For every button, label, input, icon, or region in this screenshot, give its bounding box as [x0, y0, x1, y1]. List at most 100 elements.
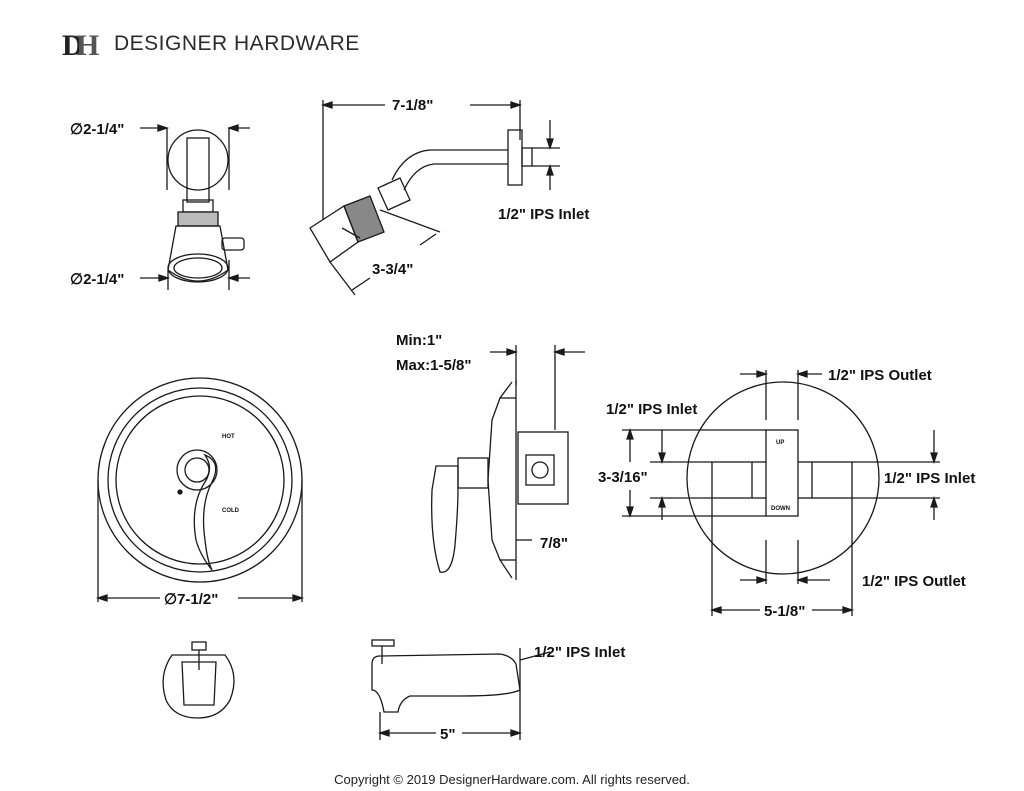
- showerhead-length-dim: 7-1/8": [392, 97, 433, 114]
- handle-escutcheon: [176, 449, 218, 491]
- arrow-head: [320, 101, 333, 109]
- showerhead-inlet-label: 1/2" IPS Inlet: [498, 206, 589, 223]
- arrow-head: [510, 101, 523, 109]
- down-label: DOWN: [771, 506, 790, 512]
- showerhead-front-view: ∅2-1/4" ∅2-1/4": [70, 121, 250, 290]
- showerhead-side-view: 7-1/8" 1/2" IPS Inlet: [309, 97, 589, 296]
- dimension-line: [419, 233, 437, 246]
- arrow-head: [226, 124, 239, 132]
- arrow-head: [709, 606, 722, 614]
- showerhead-front-top-dim: ∅2-1/4": [70, 121, 124, 138]
- plate-profile-front: [487, 381, 513, 579]
- arrow-head: [795, 576, 808, 584]
- showerhead-front-bottom-dim: ∅2-1/4": [70, 271, 124, 288]
- spout-inlet-label: 1/2" IPS Inlet: [534, 644, 625, 661]
- side-ball-joint: [377, 177, 411, 211]
- trim-plate-inner: [115, 395, 285, 565]
- knurled-ring: [177, 211, 219, 227]
- arrow-head: [626, 427, 634, 440]
- valve-depth-dim: 7/8": [540, 535, 568, 552]
- brand-logo-letter-d: D: [62, 29, 84, 60]
- cold-label: COLD: [222, 508, 240, 514]
- brand-logo: D H: [62, 29, 99, 60]
- arrow-head: [930, 495, 938, 508]
- side-head-body: [309, 205, 359, 263]
- hot-label: HOT: [222, 434, 235, 440]
- arrow-head: [756, 576, 769, 584]
- wall-range-line1: Min:1": [396, 332, 442, 349]
- leader-line: [519, 651, 551, 661]
- arrow-head: [506, 348, 519, 356]
- lever-side: [431, 465, 459, 573]
- valve-body-side: [517, 431, 569, 505]
- spout-length-dim: 5": [440, 726, 455, 743]
- wall-flange: [167, 129, 229, 191]
- tub-spout-side-view: 1/2" IPS Inlet 5": [371, 639, 625, 743]
- arrow-head: [510, 729, 523, 737]
- arrow-head: [95, 594, 108, 602]
- arrow-head: [658, 495, 666, 508]
- arrow-head: [226, 274, 239, 282]
- arrow-head: [658, 452, 666, 465]
- inlet-left-label: 1/2" IPS Inlet: [606, 401, 697, 418]
- spout-side-body: [371, 653, 521, 713]
- handle-hub: [184, 457, 210, 483]
- trim-plate-rim: [107, 387, 293, 573]
- shower-arm: [186, 137, 210, 203]
- copyright-footer: Copyright © 2019 DesignerHardware.com. A…: [334, 772, 690, 787]
- shower-face: [167, 253, 229, 283]
- arrow-head: [546, 163, 554, 176]
- valve-height-dim: 3-3/16": [598, 469, 648, 486]
- arrow-head: [552, 348, 565, 356]
- spout-front-opening: [181, 661, 217, 706]
- outlet-bottom-label: 1/2" IPS Outlet: [862, 573, 966, 590]
- brand-header: D H DESIGNER HARDWARE: [62, 28, 360, 60]
- extension-line: [329, 261, 356, 296]
- screw: [177, 489, 183, 495]
- showerhead-head-dim: 3-3/4": [372, 261, 413, 278]
- dimension-line: [351, 277, 371, 291]
- spout-front-body: [162, 654, 235, 719]
- shower-face-inner: [173, 257, 223, 279]
- arrow-head: [842, 606, 855, 614]
- inlet-right-port: [811, 461, 853, 499]
- arrow-head: [795, 370, 808, 378]
- arrow-head: [756, 370, 769, 378]
- tub-spout-front-view: [162, 641, 235, 719]
- valve-stem: [531, 461, 549, 479]
- valve-center-body: [765, 429, 799, 517]
- outlet-top-label: 1/2" IPS Outlet: [828, 367, 932, 384]
- spray-lever: [221, 237, 245, 251]
- valve-side-view: Min:1" Max:1-5/8" 7/8": [396, 332, 585, 580]
- arrow-head: [377, 729, 390, 737]
- diverter-knob: [191, 641, 207, 651]
- side-arm-top: [391, 149, 508, 181]
- wall-range-line2: Max:1-5/8": [396, 357, 471, 374]
- lever-handle: [193, 453, 217, 571]
- arrow-head: [292, 594, 305, 602]
- arrow-head: [626, 506, 634, 519]
- inlet-right-label: 1/2" IPS Inlet: [884, 470, 975, 487]
- valve-outline-circle: [686, 381, 880, 575]
- trim-plate-diameter-dim: ∅7-1/2": [164, 591, 218, 608]
- side-lever: [341, 227, 361, 239]
- extension-line: [379, 209, 441, 233]
- side-arm-bottom: [403, 163, 508, 191]
- inlet-left-port: [711, 461, 753, 499]
- side-knurled-ring: [343, 195, 385, 243]
- up-label: UP: [776, 440, 784, 446]
- arrow-head: [930, 452, 938, 465]
- arrow-head: [158, 274, 171, 282]
- arrow-head: [157, 124, 170, 132]
- valve-width-dim: 5-1/8": [764, 603, 805, 620]
- handle-hub-side: [457, 457, 489, 489]
- ips-nipple: [521, 147, 533, 167]
- valve-cartridge: [525, 454, 555, 486]
- trim-plate-front-view: HOT COLD ∅7-1/2": [95, 377, 305, 608]
- brand-name: DESIGNER HARDWARE: [114, 32, 360, 55]
- valve-body-front-view: UP DOWN 1/2" IPS Outlet 1/2" IPS Inlet: [598, 367, 975, 620]
- brand-logo-letter-h: H: [76, 29, 99, 60]
- spout-diverter-knob: [371, 639, 395, 647]
